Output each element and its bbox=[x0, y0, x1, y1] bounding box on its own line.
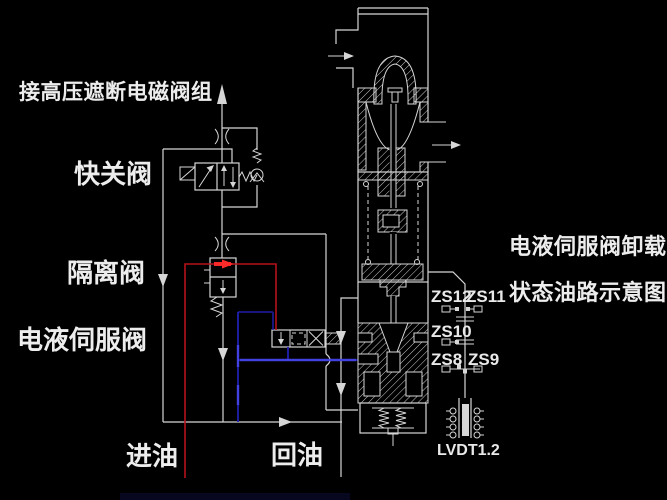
label-oil-return: 回油 bbox=[271, 441, 324, 470]
diagram-title-line2: 状态油路示意图 bbox=[509, 280, 667, 305]
label-zs9: ZS9 bbox=[468, 350, 500, 369]
return-oil-line bbox=[236, 311, 358, 422]
actuator-cross-section bbox=[328, 7, 461, 446]
quick-close-valve-symbol bbox=[179, 162, 258, 191]
label-quick-close-valve: 快关阀 bbox=[74, 160, 153, 189]
servomotor-cylinder-section bbox=[357, 104, 429, 330]
steam-chest-section bbox=[328, 7, 461, 173]
servo-valve-symbol bbox=[271, 329, 341, 348]
lvdt-sensor-symbol bbox=[446, 398, 484, 439]
limit-switch-chain bbox=[428, 271, 483, 398]
spring-chamber-section bbox=[359, 402, 427, 446]
label-servo-valve: 电液伺服阀 bbox=[17, 326, 148, 355]
label-top-connection: 接高压遮断电磁阀组 bbox=[19, 80, 213, 104]
label-zs12: ZS12 bbox=[431, 287, 472, 306]
diagram-title-line1: 电液伺服阀卸载 bbox=[509, 234, 667, 259]
isolation-valve-symbol bbox=[204, 257, 237, 318]
bottom-artifact-band bbox=[120, 493, 350, 500]
check-valve-branch bbox=[222, 127, 265, 208]
label-zs8: ZS8 bbox=[431, 350, 463, 369]
label-oil-inlet: 进油 bbox=[126, 442, 179, 471]
pressure-oil-line bbox=[184, 259, 277, 478]
label-isolation-valve: 隔离阀 bbox=[67, 259, 146, 288]
label-zs10: ZS10 bbox=[431, 322, 472, 341]
label-zs11: ZS11 bbox=[466, 287, 506, 306]
label-lvdt: LVDT1.2 bbox=[437, 442, 500, 459]
pilot-valve-block-section bbox=[357, 322, 429, 404]
pipe-network bbox=[158, 84, 358, 477]
